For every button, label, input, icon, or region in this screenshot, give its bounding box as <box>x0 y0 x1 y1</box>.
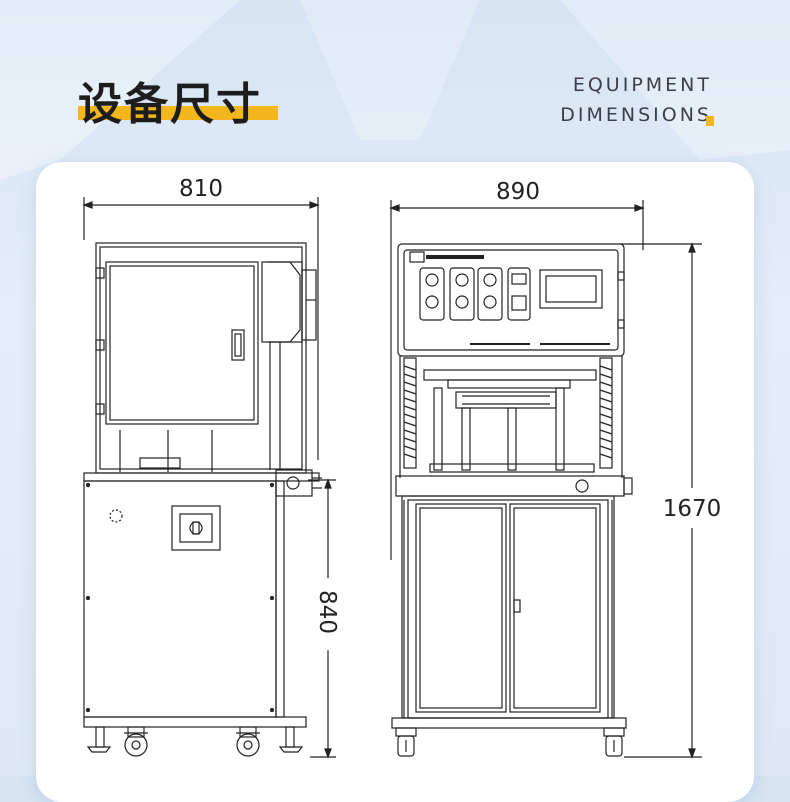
subtitle-line-2: DIMENSIONS <box>560 104 712 126</box>
side-knob <box>286 476 300 490</box>
subtitle-accent <box>706 116 714 126</box>
front-width-label: 890 <box>496 179 540 205</box>
side-height-label: 840 <box>314 590 340 634</box>
front-dial-1 <box>419 267 445 321</box>
front-spring-right <box>599 357 613 469</box>
side-upper-frame <box>95 242 307 474</box>
front-height-label: 1670 <box>663 496 722 522</box>
front-base <box>391 717 627 729</box>
front-control-panel <box>397 243 625 357</box>
front-touch-screen <box>539 269 603 309</box>
front-door-left <box>415 503 507 713</box>
side-view: 810 <box>82 176 340 759</box>
side-window <box>105 261 259 425</box>
front-spring-left <box>403 357 417 469</box>
side-control-box <box>171 505 221 551</box>
drawing-card <box>36 162 754 802</box>
side-width-label: 810 <box>179 176 223 202</box>
subtitle-line-1: EQUIPMENT <box>572 74 712 96</box>
page-title: 设备尺寸 <box>78 79 262 130</box>
side-table-top <box>83 472 320 482</box>
page-subtitle: EQUIPMENT DIMENSIONS <box>560 70 714 130</box>
front-door-handle <box>513 599 521 613</box>
front-dial-2 <box>449 267 475 321</box>
front-cabinet-frame <box>401 495 615 719</box>
side-window-handle <box>231 329 245 361</box>
side-caster-right <box>236 726 260 757</box>
background-rays <box>0 0 790 776</box>
front-table <box>395 475 625 497</box>
front-caster-left <box>395 727 417 757</box>
title-highlight <box>78 106 278 120</box>
front-platen <box>423 369 597 381</box>
front-view: 890 <box>389 179 722 759</box>
front-switch <box>507 267 531 321</box>
front-dial-3 <box>477 267 503 321</box>
side-caster-left <box>124 726 148 757</box>
front-caster-right <box>603 727 625 757</box>
front-door-right <box>509 503 601 713</box>
equipment-drawing: 810 <box>82 176 722 759</box>
brand-logo <box>409 251 425 263</box>
side-base <box>83 716 307 728</box>
